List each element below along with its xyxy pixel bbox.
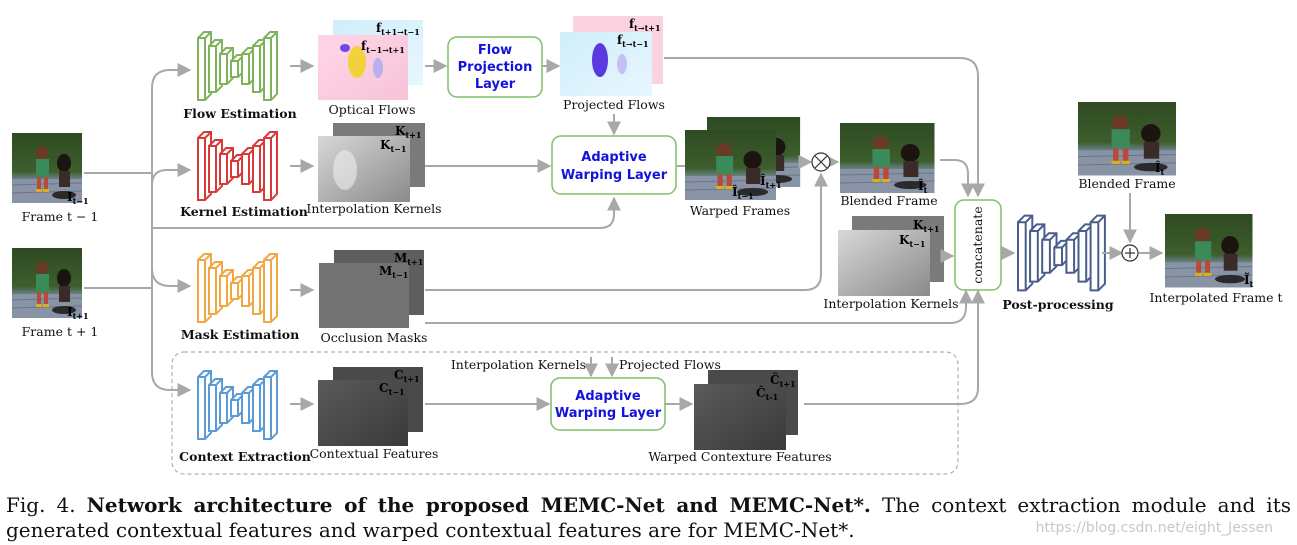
memc-net-star-region [171, 351, 959, 475]
watermark: https://blog.csdn.net/eight_Jessen [1035, 520, 1273, 536]
blended-frame-image-2 [1077, 101, 1177, 177]
interpolated-frame-caption: Interpolated Frame t [1149, 290, 1282, 305]
flow-projection-line3: Layer [475, 77, 516, 92]
caption-prefix: Fig. 4. [6, 493, 87, 517]
kernel-estimation-block [197, 131, 278, 201]
M-bottom-label: Mt−1 [379, 264, 408, 280]
adaptive-warping-layer-1 [551, 135, 677, 195]
occlusion-masks-image: Mt+1 Mt−1 [319, 250, 424, 328]
network-blocks [197, 31, 1106, 440]
interp-kernels-image: Kt+1 Kt−1 [318, 123, 425, 202]
projected-flows-input-label: Projected Flows [619, 357, 721, 372]
caption-rest: The context extraction module and its ge… [6, 493, 1292, 542]
C-top-label: Ct+1 [394, 368, 420, 384]
final-arrows [1102, 193, 1164, 260]
interp-kernels-caption-2: Interpolation Kernels [823, 296, 958, 311]
input-connectors [84, 63, 621, 397]
concatenate-block [954, 199, 1002, 291]
Itilde-t-label: Ĩt [1244, 272, 1254, 289]
post-processing-block [1017, 214, 1106, 292]
optical-flows-caption: Optical Flows [328, 102, 415, 117]
contextual-features-caption: Contextual Features [310, 446, 439, 461]
concatenate-label: concatenate [970, 206, 985, 283]
frame-prev-caption: Frame t − 1 [22, 209, 99, 224]
optical-flows-image: ft+1→t−1 ft−1→t+1 [318, 20, 423, 100]
warped-frames-caption: Warped Frames [690, 203, 790, 218]
Ihat-t-label: Ît [918, 178, 928, 195]
flow-projection-line1: Flow [478, 43, 512, 58]
I-prev-label: It−1 [67, 190, 89, 206]
frame-next-caption: Frame t + 1 [22, 324, 99, 339]
warped-frames-image: Ît+1 Ît−1 [684, 116, 801, 201]
flow-projection-layer [447, 36, 543, 98]
M-top-label: Mt+1 [394, 251, 423, 267]
adaptive-warping-2-line2: Warping Layer [555, 406, 662, 421]
K2-top-label: Kt+1 [913, 218, 939, 234]
interp-kernels-image-2: Kt+1 Kt−1 [838, 216, 944, 296]
multiply-icon [811, 152, 831, 172]
I-next-label: It+1 [67, 305, 89, 321]
multiply-arrows [425, 155, 840, 291]
Ihat-top-label: Ît+1 [760, 173, 782, 190]
frame-next-image: It+1 [11, 247, 89, 321]
warped-contexture-image: Ĉt+1 Ĉt-1 [694, 370, 798, 450]
pf-bottom-label: ft→t−1 [617, 33, 649, 49]
adaptive-warping-2-line1: Adaptive [575, 389, 641, 404]
adaptive-warping-layer-2 [550, 377, 666, 431]
K-top-label: Kt+1 [395, 124, 421, 140]
post-processing-label: Post-processing [1002, 297, 1114, 312]
flow-projection-line2: Projection [458, 60, 533, 75]
Ihat-t-2-label: Ît [1155, 160, 1165, 177]
projected-flows-image: ft→t+1 ft→t−1 [560, 16, 663, 96]
K-bottom-label: Kt−1 [380, 138, 406, 154]
occlusion-masks-caption: Occlusion Masks [321, 330, 428, 345]
f-next-prev-label: ft−1→t+1 [361, 39, 405, 55]
contextual-features-image: Ct+1 Ct−1 [318, 367, 423, 446]
figure-caption: Fig. 4. Network architecture of the prop… [6, 493, 1291, 543]
interpolated-frame-image [1164, 213, 1254, 289]
frame-prev-image: It−1 [11, 132, 89, 206]
Chat-bottom-label: Ĉt-1 [756, 384, 778, 402]
adaptive-warping-1-line1: Adaptive [581, 150, 647, 165]
warped-contexture-caption: Warped Contexture Features [648, 449, 831, 464]
warping-arrows [425, 57, 985, 198]
caption-bold: Network architecture of the proposed MEM… [86, 493, 871, 517]
flow-estimation-label: Flow Estimation [183, 106, 296, 121]
projected-flows-caption: Projected Flows [563, 97, 665, 112]
flow-estimation-block [197, 31, 278, 101]
blended-frame-caption-2: Blended Frame [1078, 176, 1175, 191]
blended-frame-caption-1: Blended Frame [840, 193, 937, 208]
pf-top-label: ft→t+1 [629, 17, 661, 33]
C-bottom-label: Ct−1 [379, 381, 405, 397]
Ihat-bottom-label: Ît−1 [732, 184, 754, 201]
interp-kernels-caption: Interpolation Kernels [306, 201, 441, 216]
context-extraction-label: Context Extraction [179, 449, 311, 464]
interp-kernels-input-label: Interpolation Kernels [451, 357, 586, 372]
context-extraction-block [197, 370, 278, 440]
K2-bottom-label: Kt−1 [899, 233, 925, 249]
concat-arrows [425, 159, 1016, 405]
context-warping-arrows [425, 357, 694, 411]
kernel-estimation-label: Kernel Estimation [180, 204, 308, 219]
f-prev-next-label: ft+1→t−1 [376, 21, 420, 37]
Chat-top-label: Ĉt+1 [770, 371, 796, 389]
plus-icon [1121, 244, 1139, 262]
block-output-arrows [290, 59, 315, 411]
mask-estimation-block [197, 253, 278, 323]
mask-estimation-label: Mask Estimation [181, 327, 299, 342]
adaptive-warping-1-line2: Warping Layer [561, 168, 668, 183]
